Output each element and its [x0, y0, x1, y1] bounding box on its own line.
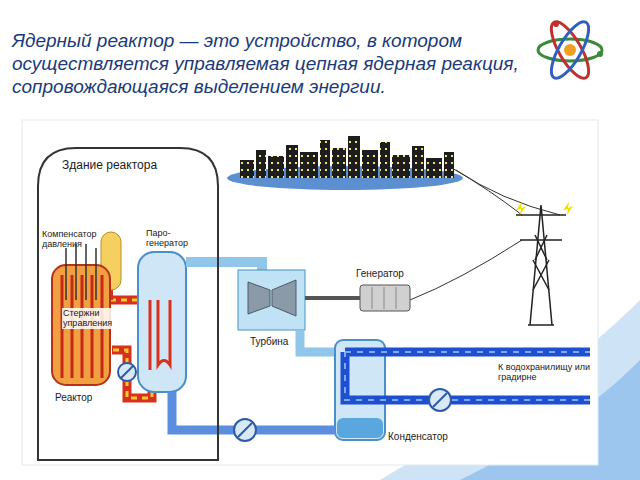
pump: [429, 389, 451, 411]
part-label: Стержни управления: [62, 308, 116, 329]
shaft: [305, 296, 360, 300]
building-outline: Здание реактора: [36, 146, 220, 462]
spark: [516, 202, 573, 215]
power-tower: [516, 205, 566, 325]
turbine: [238, 270, 305, 330]
part-label: Конденсатор: [388, 431, 448, 443]
part-label: К водохранилищу или градирне: [498, 362, 590, 383]
steam-pipe: [186, 262, 262, 270]
diagram-panel: [22, 120, 598, 465]
steam-generator: [138, 252, 186, 392]
generator: [360, 285, 410, 311]
part-label: Компенсатор давления: [42, 229, 100, 250]
pump: [234, 419, 256, 441]
pump: [238, 423, 252, 437]
building-shape: [36, 146, 220, 462]
pump: [118, 363, 136, 381]
city-skyline: [227, 136, 463, 190]
cooling-loop: [345, 352, 590, 400]
power-line: [410, 168, 560, 300]
part-label: Реактор: [55, 392, 92, 404]
pump: [433, 393, 447, 407]
part-label: Паро- генератор: [146, 228, 198, 249]
slide-title: Ядерный реактор — это устройство, в кото…: [12, 30, 527, 98]
atom-icon: [538, 17, 603, 83]
building-label: Здание реактора: [36, 146, 220, 172]
pump: [121, 366, 133, 378]
part-label: Генератор: [356, 268, 404, 280]
part-label: Турбина: [250, 336, 288, 348]
exhaust-pipe: [300, 330, 338, 352]
